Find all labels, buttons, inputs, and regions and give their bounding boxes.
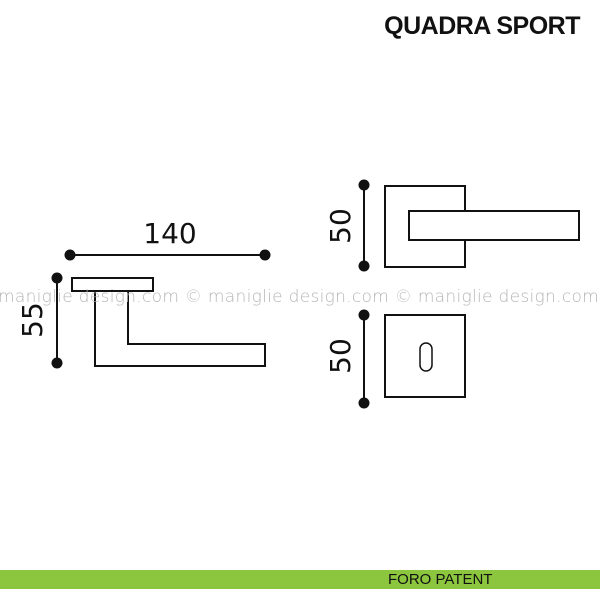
dimension-dot [358, 260, 370, 272]
dimension-dot [358, 179, 370, 191]
footer-label: FORO PATENT [388, 571, 493, 588]
side-rose-plate [71, 277, 154, 292]
length-label: 140 [143, 217, 196, 250]
watermark: maniglie design.com © maniglie design.co… [0, 287, 600, 307]
front-lever [408, 210, 580, 241]
dimension-dot [51, 357, 63, 369]
dimension-dot [259, 249, 271, 261]
dimension-dot [358, 397, 370, 409]
dimension-dot [51, 272, 63, 284]
keyhole-slot [419, 342, 433, 372]
rose-size-label: 50 [324, 208, 357, 244]
footer-bar: FORO PATENT [0, 570, 600, 589]
escutcheon-plate [384, 314, 466, 398]
escutcheon-size-label: 50 [324, 338, 357, 374]
side-lever-profile [94, 291, 266, 367]
projection-label: 55 [16, 302, 49, 338]
dimension-dot [64, 249, 76, 261]
dimension-dot [358, 309, 370, 321]
product-title: QUADRA SPORT [384, 12, 580, 40]
